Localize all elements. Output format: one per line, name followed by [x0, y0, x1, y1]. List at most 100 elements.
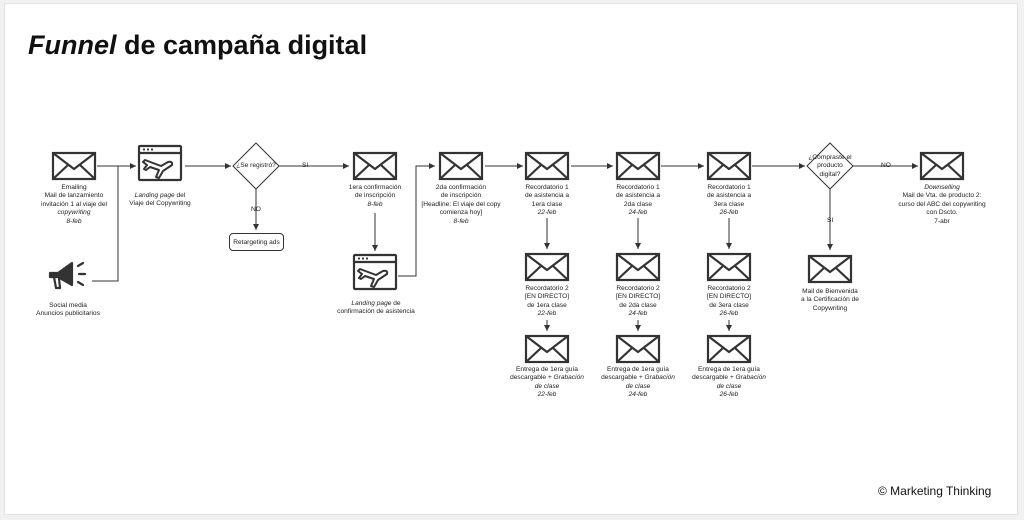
delivery-class-3-label: Entrega de 1era guía descargable + Graba… — [692, 366, 766, 400]
landing-page-2-label: Landing page de confirmación de asistenc… — [337, 300, 415, 317]
label-date: 8-feb — [453, 217, 469, 225]
label-date: 22-feb — [537, 391, 557, 399]
landing-page-1-label: Landing page del Viaje del Copywriting — [129, 192, 190, 209]
decision-diamond-icon — [806, 142, 854, 190]
edge-label-no: NO — [251, 206, 261, 213]
confirmation-1-label: 1era confirmación de inscripción 8-feb — [349, 184, 401, 209]
label-date: 26-feb — [719, 209, 739, 217]
label-line: [EN DIRECTO] — [706, 293, 752, 301]
decision-line: digital? — [819, 170, 841, 178]
label-line: Recordatorio 1 — [707, 184, 751, 191]
confirmation-2-label: 2da confirmación de inscripción [Headlin… — [421, 184, 500, 226]
downselling-label: Downselling Mail de Vta. de producto 2: … — [898, 184, 985, 226]
label-line: invitación 1 al viaje del — [41, 200, 107, 208]
page-title: Funnel de campaña digital — [28, 30, 367, 61]
reminder-1-class-2-label: Recordatorio 1 de asistencia a 2da clase… — [616, 184, 660, 218]
delivery-class-2-label: Entrega de 1era guía descargable + Graba… — [601, 366, 675, 400]
welcome-mail-label: Mail de Bienvenida a la Certificación de… — [801, 288, 859, 313]
envelope-icon — [51, 151, 97, 181]
envelope-icon — [706, 151, 752, 181]
label-line: de asistencia a — [616, 192, 660, 200]
reminder-1-class-1-label: Recordatorio 1 de asistencia a 1era clas… — [525, 184, 569, 218]
label-line: de inscripción — [354, 192, 396, 200]
label-line: descargable — [510, 374, 548, 382]
label-line: Entrega de 1era guía — [516, 366, 578, 373]
label-line: Viaje del Copywriting — [129, 200, 191, 208]
envelope-icon — [524, 151, 570, 181]
label-line: a la Certificación de — [801, 296, 859, 304]
reminder-2-class-3-label: Recordatorio 2 [EN DIRECTO] de 3era clas… — [707, 285, 751, 319]
label-line: Anuncios publicitarios — [36, 310, 100, 318]
decision-registered-label: ¿Se registró? — [236, 162, 276, 169]
reminder-2-class-1-label: Recordatorio 2 [EN DIRECTO] de 1era clas… — [525, 285, 569, 319]
landing-page-icon — [137, 144, 183, 182]
social-media-label: Social media Anuncios publicitarios — [36, 302, 100, 319]
label-line: curso del ABC del copywriting — [898, 200, 986, 208]
label-line: [EN DIRECTO] — [524, 293, 570, 301]
label-date: 26-feb — [719, 391, 739, 399]
label-line: 3era clase — [713, 200, 745, 208]
label-line: 2da clase — [623, 200, 653, 208]
decision-line: ¿Compraste el — [808, 154, 852, 161]
label-line: Mail de Vta. de producto 2: — [902, 192, 982, 200]
label-line: comienza hoy] — [439, 209, 483, 217]
label-italic: de clase — [534, 382, 560, 390]
label-line: de asistencia a — [707, 192, 751, 200]
label-line: Recordatorio 1 — [525, 184, 569, 191]
emailing-label: Emailing Mail de lanzamiento invitación … — [41, 184, 107, 226]
label-line: [Headline: El viaje del copy — [421, 200, 501, 208]
label-italic: de clase — [716, 382, 742, 390]
envelope-icon — [919, 151, 965, 181]
envelope-icon — [524, 252, 570, 282]
envelope-icon — [706, 334, 752, 364]
credit-text: © Marketing Thinking — [878, 484, 992, 498]
label-italic: Landing page — [351, 300, 392, 307]
label-line: 2da confirmación — [435, 184, 487, 191]
label-line: de inscripción — [440, 192, 482, 200]
title-rest: de campaña digital — [116, 30, 368, 60]
edge-label-no: NO — [881, 162, 891, 169]
label-date: 24-feb — [628, 310, 648, 318]
label-line: de 2da clase — [619, 301, 657, 309]
label-line: Mail de lanzamiento — [44, 192, 104, 200]
label-date: 26-feb — [719, 310, 739, 318]
megaphone-icon — [48, 261, 87, 290]
label-line: Recordatorio 2 — [707, 285, 751, 292]
label-line: Copywriting — [812, 304, 848, 312]
envelope-icon — [352, 151, 398, 181]
label-line: de 1era clase — [527, 301, 567, 309]
label-line: de asistencia a — [525, 192, 569, 200]
label-italic: Landing page — [134, 192, 175, 199]
landing-page-icon — [352, 253, 398, 291]
decision-diamond-icon — [232, 142, 280, 190]
envelope-icon — [615, 151, 661, 181]
connectors — [92, 163, 918, 331]
label-date: 8-feb — [367, 200, 383, 208]
label-line: del — [174, 192, 186, 199]
envelope-icon — [615, 252, 661, 282]
label-italic: + Grabación — [638, 374, 675, 382]
edge-social-landing1 — [92, 166, 119, 282]
label-line: 1era confirmación — [348, 184, 402, 191]
label-line: Entrega de 1era guía — [698, 366, 760, 373]
label-line: Recordatorio 2 — [616, 285, 660, 292]
reminder-2-class-2-label: Recordatorio 2 [EN DIRECTO] de 2da clase… — [616, 285, 660, 319]
edge-landing2-confirm2 — [398, 163, 435, 277]
retargeting-ads-box: Retargeting ads — [229, 233, 284, 251]
envelope-icon — [524, 334, 570, 364]
title-italic: Funnel — [28, 30, 117, 60]
label-italic: Downselling — [924, 184, 960, 191]
edge-label-yes: SI — [827, 217, 834, 224]
label-line: de 3era clase — [709, 301, 749, 309]
label-date: 22-feb — [537, 209, 557, 217]
decision-line: producto — [817, 162, 843, 170]
label-line: confirmación de asistencia — [337, 308, 415, 316]
label-line: copywriting — [57, 209, 91, 217]
label-date: 24-feb — [628, 209, 648, 217]
label-date: 24-feb — [628, 391, 648, 399]
envelope-icon — [615, 334, 661, 364]
label-line: Emailing — [61, 184, 87, 191]
label-line: descargable — [692, 374, 730, 382]
envelope-icon — [706, 252, 752, 282]
